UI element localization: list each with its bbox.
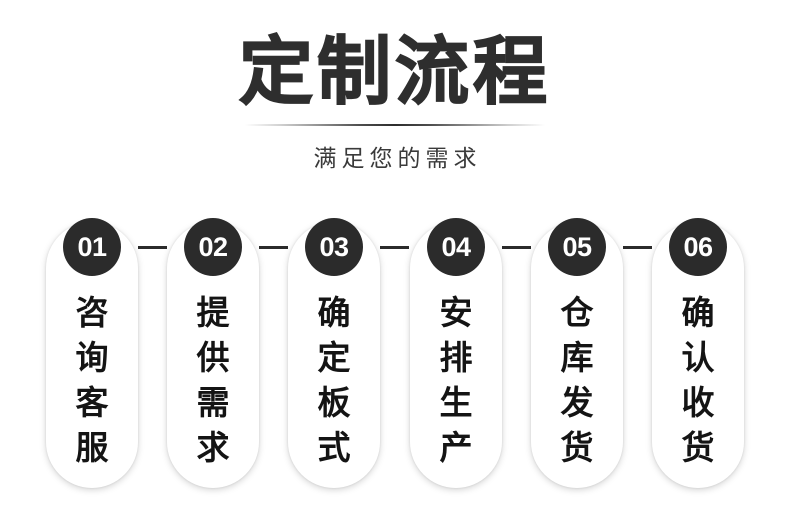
step-label-char: 确 — [317, 294, 351, 331]
step-connector — [623, 246, 653, 249]
process-step-05[interactable]: 05 仓库发货 — [531, 218, 623, 488]
step-label: 提供需求 — [167, 290, 259, 470]
step-number-badge: 02 — [184, 218, 242, 276]
process-step-02[interactable]: 02 提供需求 — [167, 218, 259, 488]
process-step-03[interactable]: 03 确定板式 — [288, 218, 380, 488]
step-label-char: 货 — [560, 429, 594, 466]
step-label-char: 定 — [317, 339, 351, 376]
step-number-badge: 01 — [63, 218, 121, 276]
step-number-badge: 03 — [305, 218, 363, 276]
header: 定制流程 满足您的需求 — [0, 0, 790, 172]
step-label-char: 需 — [196, 384, 230, 421]
step-label-char: 求 — [196, 429, 230, 466]
step-connector — [502, 246, 532, 249]
step-label: 确定板式 — [288, 290, 380, 470]
step-label: 咨询客服 — [46, 290, 138, 470]
step-number-badge: 05 — [548, 218, 606, 276]
step-label-char: 发 — [560, 384, 594, 421]
step-connector — [259, 246, 289, 249]
step-label-char: 货 — [681, 429, 715, 466]
step-label-char: 认 — [681, 339, 715, 376]
step-label-char: 收 — [681, 384, 715, 421]
step-number-badge: 04 — [427, 218, 485, 276]
step-label-char: 式 — [317, 429, 351, 466]
step-label-char: 客 — [75, 384, 109, 421]
step-label-char: 咨 — [75, 294, 109, 331]
step-connector — [138, 246, 168, 249]
step-label-char: 板 — [317, 384, 351, 421]
step-label: 安排生产 — [410, 290, 502, 470]
process-step-01[interactable]: 01 咨询客服 — [46, 218, 138, 488]
process-step-04[interactable]: 04 安排生产 — [410, 218, 502, 488]
step-label-char: 供 — [196, 339, 230, 376]
step-connector-group — [46, 218, 744, 488]
step-connector — [380, 246, 410, 249]
step-label: 确认收货 — [652, 290, 744, 470]
step-label: 仓库发货 — [531, 290, 623, 470]
step-label-char: 仓 — [560, 294, 594, 331]
step-label-char: 库 — [560, 339, 594, 376]
step-label-char: 安 — [439, 294, 473, 331]
step-label-char: 排 — [439, 339, 473, 376]
step-label-char: 确 — [681, 294, 715, 331]
step-label-char: 产 — [439, 429, 473, 466]
page-title: 定制流程 — [238, 30, 551, 113]
step-label-char: 询 — [75, 339, 109, 376]
title-divider-wrapper — [0, 120, 790, 130]
step-label-char: 提 — [196, 294, 230, 331]
title-divider — [245, 124, 545, 126]
page-subtitle: 满足您的需求 — [313, 145, 482, 171]
step-label-char: 生 — [439, 384, 473, 421]
step-number-badge: 06 — [669, 218, 727, 276]
process-step-06[interactable]: 06 确认收货 — [652, 218, 744, 488]
step-label-char: 服 — [75, 429, 109, 466]
